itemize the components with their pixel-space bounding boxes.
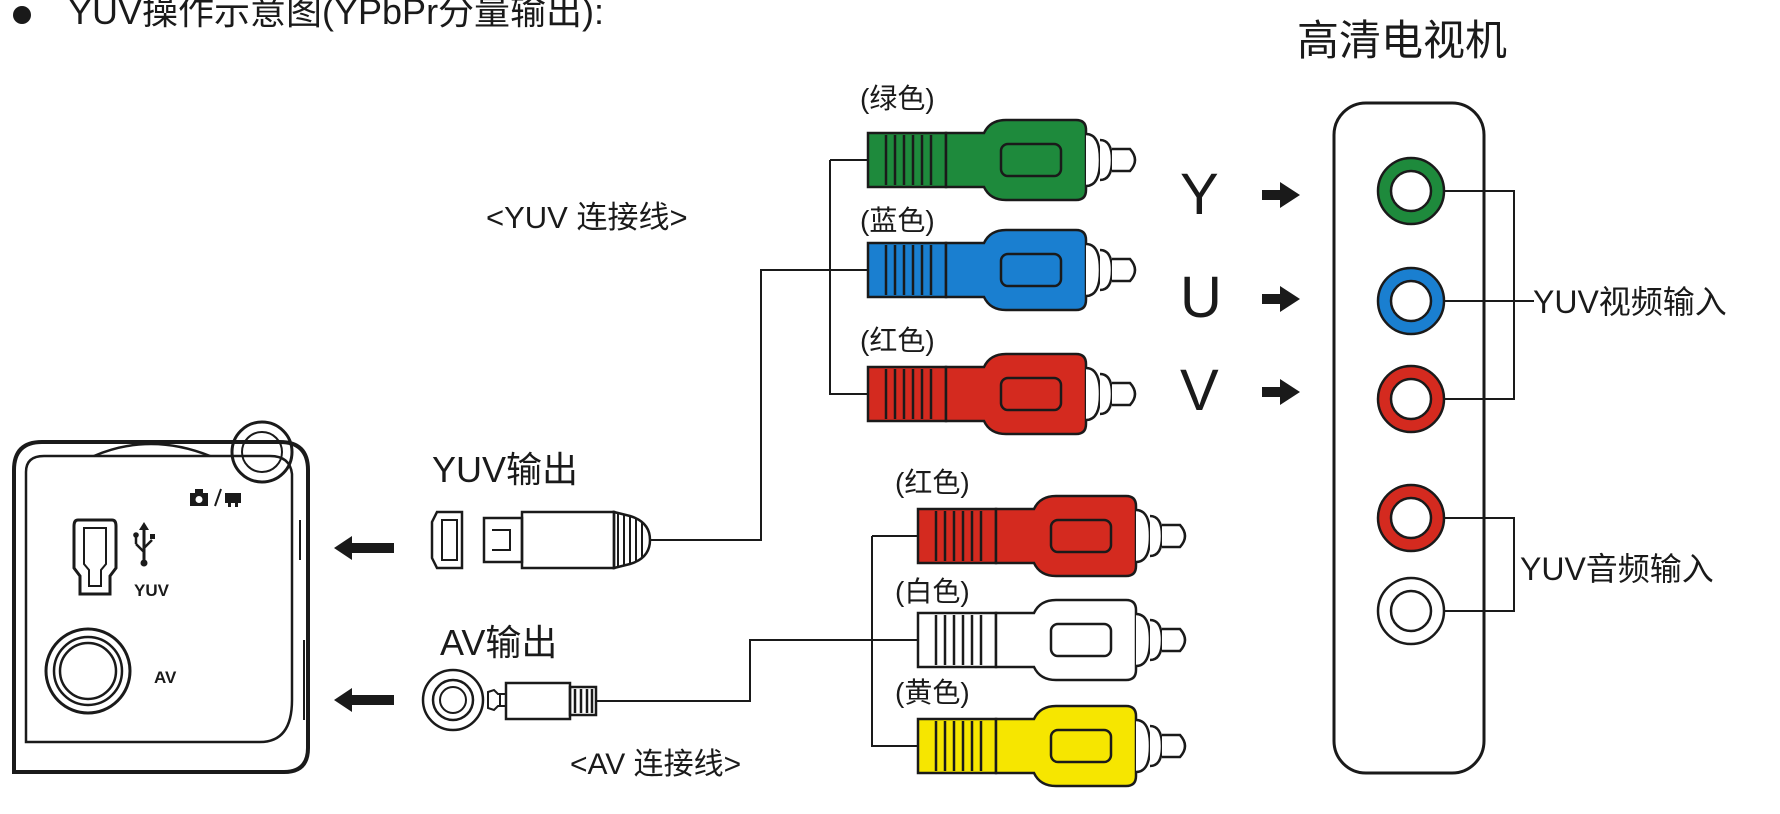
plug-color-label: (蓝色)	[860, 205, 935, 236]
rca-plug-av	[916, 598, 1187, 682]
arrow-right-icon	[1262, 286, 1300, 312]
av-cable-wires	[596, 535, 918, 747]
rca-jack-green	[1376, 156, 1446, 226]
av-plug-group	[916, 494, 1187, 788]
camera-usb-port	[72, 518, 118, 596]
tv-label: 高清电视机	[1297, 17, 1507, 64]
plug-color-label: (红色)	[860, 325, 935, 356]
av-cable-label: <AV 连接线>	[570, 748, 741, 781]
rca-jack-red-audio	[1376, 483, 1446, 553]
channel-letter-v: V	[1180, 358, 1219, 423]
plug-color-label: (黄色)	[895, 677, 970, 708]
title-bullet	[13, 6, 31, 24]
channel-letter-y: Y	[1180, 162, 1219, 227]
camera-yuv-label: YUV	[134, 581, 170, 600]
plug-color-label: (红色)	[895, 467, 970, 498]
rca-plug-av	[916, 494, 1187, 578]
yuv-cable-label: <YUV 连接线>	[486, 200, 688, 235]
rca-jack-red	[1376, 364, 1446, 434]
camera-av-label: AV	[154, 668, 177, 687]
camera-av-port	[44, 627, 132, 715]
video-input-label: YUV视频输入	[1533, 284, 1727, 320]
yuv-cable-wires	[650, 159, 868, 541]
camera-body: YUV AV	[12, 420, 310, 774]
rca-plug-yuv	[866, 228, 1137, 312]
yuv-output-label: YUV输出	[432, 449, 578, 490]
audio-input-label: YUV音频输入	[1520, 551, 1714, 587]
arrow-left-icon	[334, 536, 394, 560]
rca-plug-av	[916, 704, 1187, 788]
av-output-label: AV输出	[440, 622, 557, 663]
usb-icon	[133, 522, 155, 567]
arrow-right-icon	[1262, 379, 1300, 405]
rca-jack-blue	[1376, 266, 1446, 336]
arrow-left-icon	[334, 688, 394, 712]
rca-plug-yuv	[866, 118, 1137, 202]
plug-color-label: (白色)	[895, 576, 970, 607]
rca-jack-white-audio	[1376, 576, 1446, 646]
channel-letter-u: U	[1180, 265, 1222, 330]
plug-color-label: (绿色)	[860, 83, 935, 114]
video-input-bracket	[1444, 190, 1534, 400]
camera-mode-icon	[190, 488, 241, 507]
diagram-title: YUV操作示意图(YPbPr分量输出):	[68, 0, 604, 32]
mini-usb-plug	[430, 510, 652, 570]
av-35mm-plug	[421, 668, 598, 732]
rca-plug-yuv	[866, 352, 1137, 436]
tv-input-panel	[1332, 101, 1486, 775]
yuv-plug-group	[866, 118, 1137, 436]
audio-input-bracket	[1444, 517, 1515, 612]
arrow-right-icon	[1262, 182, 1300, 208]
